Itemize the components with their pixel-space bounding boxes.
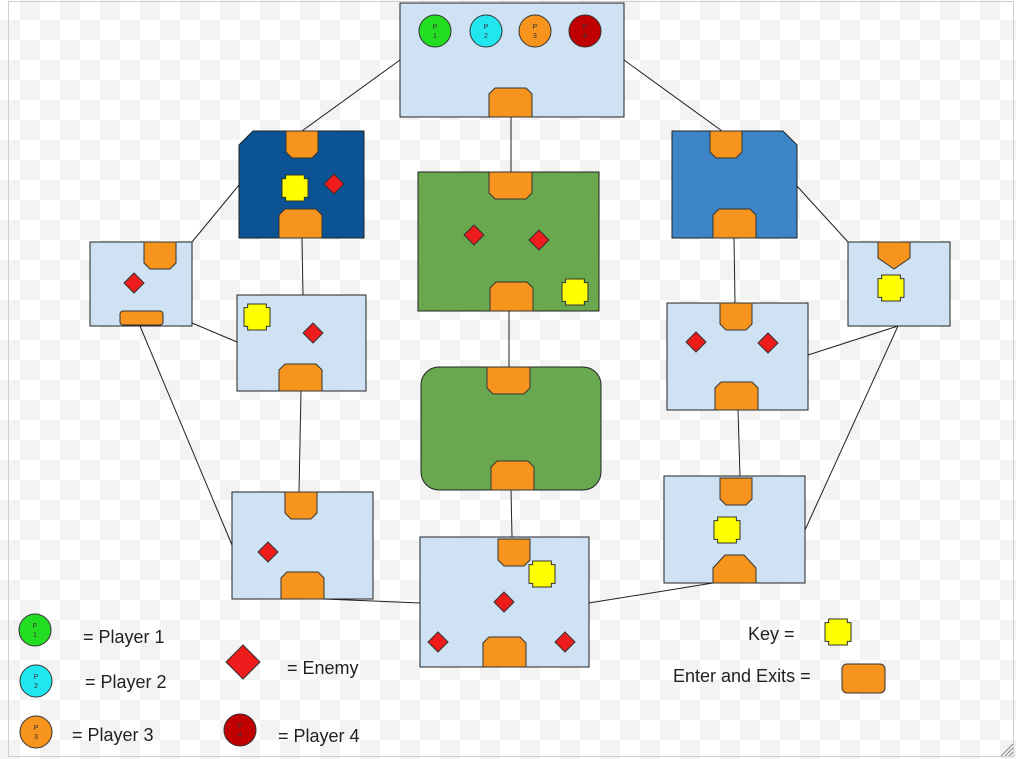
player-token-number: 1: [33, 632, 37, 639]
door: [489, 281, 534, 312]
player-token-circle: [19, 664, 53, 698]
player-token-circle: [418, 14, 452, 48]
enemy-icon: [463, 224, 485, 246]
door: [712, 208, 757, 239]
player-token-number: 4: [583, 33, 587, 40]
player-token-circle: [518, 14, 552, 48]
player-token-p3: P3: [19, 715, 53, 749]
key-icon: [561, 278, 589, 306]
player-token-p2: P2: [19, 664, 53, 698]
diagram-frame: [8, 1, 1014, 757]
player-token-p1: P1: [18, 613, 52, 647]
doors: [119, 87, 911, 668]
door: [482, 636, 527, 668]
player-token-p4: P4: [223, 713, 257, 747]
enemy-icon: [528, 229, 550, 251]
player-token-label: P: [238, 723, 243, 730]
door: [714, 381, 759, 411]
key-icon: [243, 303, 271, 331]
player-token-label: P: [33, 623, 38, 630]
legend-player2-label: = Player 2: [85, 672, 167, 692]
player-token-circle: [223, 713, 257, 747]
legend-door-icon: [841, 663, 886, 694]
door: [719, 302, 753, 331]
player-token-number: 3: [533, 33, 537, 40]
player-token-p3: P3: [518, 14, 552, 48]
player-token-circle: [19, 715, 53, 749]
key-icon: [824, 618, 852, 646]
enemy-icon: [757, 332, 779, 354]
legend-key-label: Key =: [748, 624, 795, 644]
door: [490, 460, 535, 491]
door: [285, 130, 319, 159]
enemy-icon: [302, 322, 324, 344]
player-token-number: 1: [433, 33, 437, 40]
door: [497, 538, 531, 567]
player-token-number: 3: [34, 734, 38, 741]
enemy-icon: [225, 644, 261, 680]
door: [877, 241, 911, 270]
enemy-icon: [323, 173, 345, 195]
player-token-label: P: [583, 24, 588, 31]
door: [486, 366, 531, 395]
door: [278, 363, 323, 392]
enemy-icon: [427, 631, 449, 653]
door: [712, 554, 757, 584]
player-token-circle: [469, 14, 503, 48]
player-token-number: 4: [238, 732, 242, 739]
door: [119, 310, 164, 326]
legend-doors-label: Enter and Exits =: [673, 666, 811, 686]
door: [488, 171, 533, 200]
door: [278, 208, 323, 239]
door: [143, 241, 177, 270]
player-token-number: 2: [484, 33, 488, 40]
enemy-icon: [257, 541, 279, 563]
resize-grip-icon[interactable]: [998, 741, 1014, 757]
player-token-label: P: [433, 24, 438, 31]
player-token-circle: [568, 14, 602, 48]
player-token-label: P: [533, 24, 538, 31]
player-token-p4: P4: [568, 14, 602, 48]
player-token-number: 2: [34, 683, 38, 690]
key-icon: [281, 174, 309, 202]
door: [280, 571, 325, 600]
connector-lines: [139, 59, 899, 604]
key-icon: [528, 560, 556, 588]
legend-player4-label: = Player 4: [278, 726, 360, 746]
enemy-icon: [554, 631, 576, 653]
legend-player3-label: = Player 3: [72, 725, 154, 745]
player-token-p2: P2: [469, 14, 503, 48]
key-icon: [713, 516, 741, 544]
legend-enemy-label: = Enemy: [287, 658, 359, 678]
enemy-icon: [685, 331, 707, 353]
legend-player1-label: = Player 1: [83, 627, 165, 647]
door: [284, 491, 318, 520]
door: [719, 477, 753, 506]
player-token-label: P: [34, 725, 39, 732]
key-icon: [877, 274, 905, 302]
room-blue: [671, 130, 798, 239]
door: [709, 130, 743, 159]
player-token-label: P: [484, 24, 489, 31]
door: [488, 87, 533, 118]
player-token-label: P: [34, 674, 39, 681]
enemy-icon: [493, 591, 515, 613]
player-token-p1: P1: [418, 14, 452, 48]
enemy-icon: [123, 272, 145, 294]
player-token-circle: [18, 613, 52, 647]
